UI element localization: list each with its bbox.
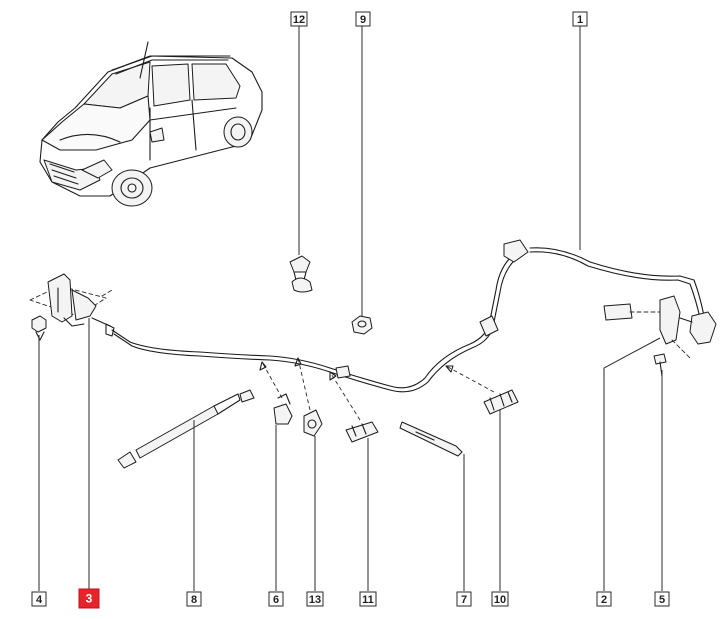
- callout-number: 6: [273, 594, 279, 606]
- callout-box: [290, 11, 308, 27]
- callout-box: [456, 591, 472, 607]
- vehicle-illustration: [39, 41, 263, 207]
- part-callout-2[interactable]: 2: [596, 591, 612, 607]
- callout-number: 13: [309, 594, 321, 606]
- callout-number: 9: [360, 14, 366, 26]
- callout-box: [268, 591, 284, 607]
- part-callout-1[interactable]: 1: [572, 11, 588, 27]
- callout-number: 12: [293, 14, 305, 26]
- part-callout-3[interactable]: 3: [78, 588, 100, 609]
- hood-release-cable: [105, 239, 705, 393]
- part-callout-10[interactable]: 10: [491, 591, 509, 607]
- callout-box: [306, 591, 324, 607]
- part-callout-4[interactable]: 4: [31, 591, 47, 607]
- callout-number: 1: [577, 14, 583, 26]
- callout-number: 11: [362, 594, 374, 606]
- callout-box: [31, 591, 47, 607]
- part-callout-5[interactable]: 5: [654, 591, 670, 607]
- callout-labels: 12 9 1 4 3 8 6 13 11 7 10 2 5: [31, 11, 670, 609]
- leader-lines: [38, 25, 663, 591]
- part-callout-7[interactable]: 7: [456, 591, 472, 607]
- part-callout-9[interactable]: 9: [355, 11, 371, 27]
- callout-number: 3: [86, 592, 93, 606]
- callout-number: 10: [494, 594, 506, 606]
- part-5-screw: [653, 353, 667, 377]
- part-12-bump-stop: [289, 255, 313, 293]
- callout-box: [572, 11, 588, 27]
- part-13-cable-clip: [303, 409, 323, 437]
- callout-box: [78, 588, 100, 609]
- part-11-cable-clip: [345, 421, 379, 443]
- callout-box: [491, 591, 509, 607]
- callout-number: 4: [36, 594, 43, 606]
- callout-number: 7: [461, 594, 467, 606]
- callout-box: [355, 11, 371, 27]
- part-callout-8[interactable]: 8: [186, 591, 202, 607]
- part-callout-6[interactable]: 6: [268, 591, 284, 607]
- part-callout-13[interactable]: 13: [306, 591, 324, 607]
- part-8-gas-strut: [117, 389, 255, 469]
- part-6-cable-clip: [273, 393, 293, 425]
- part-9-nut: [351, 315, 373, 335]
- callout-box: [186, 591, 202, 607]
- callout-box: [654, 591, 670, 607]
- part-callout-12[interactable]: 12: [290, 11, 308, 27]
- part-10-cable-clip: [483, 389, 519, 415]
- callout-number: 2: [601, 594, 607, 606]
- part-2-release-lever: [603, 295, 717, 359]
- part-4-clip: [31, 315, 47, 341]
- callout-number: 8: [191, 594, 197, 606]
- assembly-arrows: [259, 357, 495, 421]
- part-7-support-rod: [399, 421, 463, 457]
- callout-box: [596, 591, 612, 607]
- callout-number: 5: [659, 594, 665, 606]
- callout-box: [359, 591, 377, 607]
- part-callout-11[interactable]: 11: [359, 591, 377, 607]
